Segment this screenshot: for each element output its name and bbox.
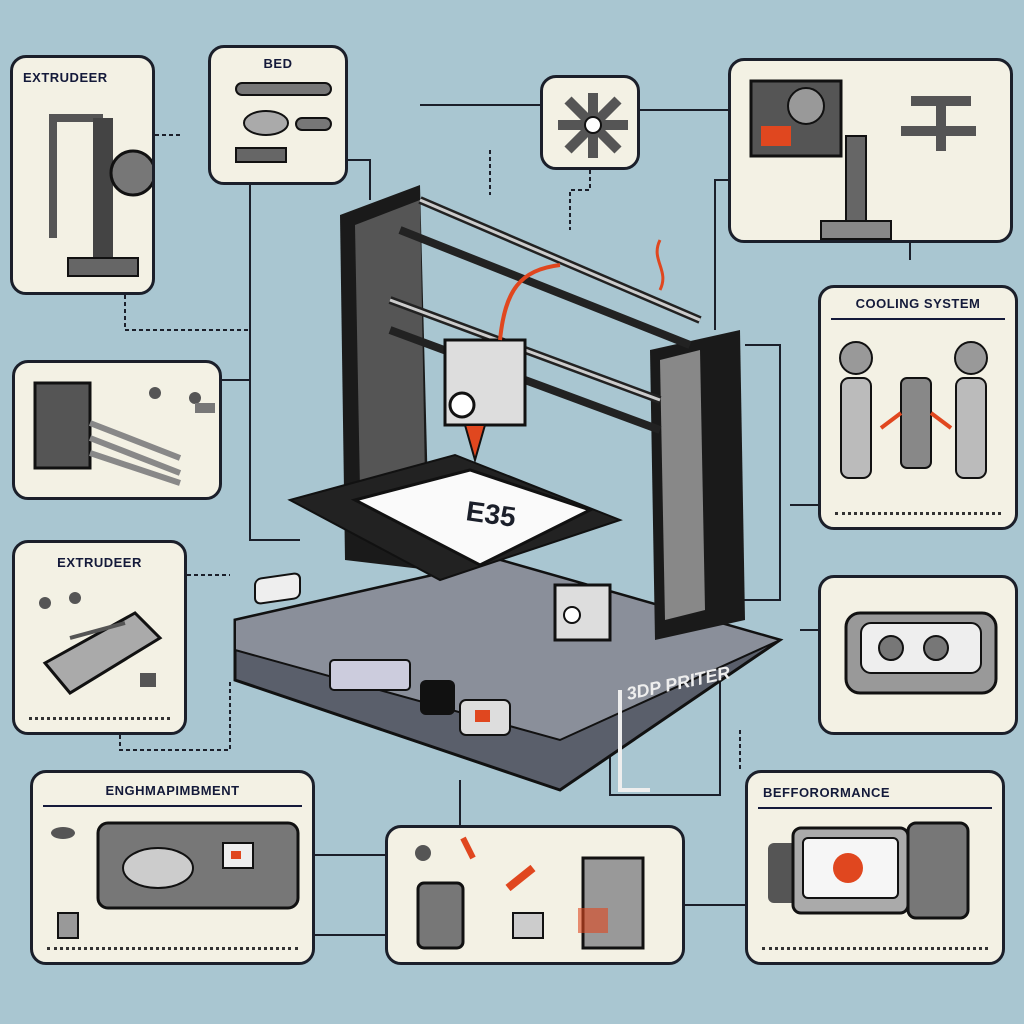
panel-housing [818, 575, 1018, 735]
panel-bracket [540, 75, 640, 170]
rails-icon [33, 381, 215, 486]
panel-title: BEFFORORMANCE [763, 785, 891, 800]
components-icon [415, 836, 645, 950]
panel-enghmapimbment: ENGHMAPIMBMENT [30, 770, 315, 965]
panel-bed: BED [208, 45, 348, 185]
housing-icon [844, 611, 998, 695]
panel-cooling-system: COOLING SYSTEM [818, 285, 1018, 530]
control-unit-icon [51, 821, 300, 939]
panel-title: COOLING SYSTEM [855, 296, 981, 311]
display-screen [329, 659, 411, 691]
panel-extruder-top: EXTRUDEER [10, 55, 155, 295]
performance-device-icon [768, 821, 970, 920]
nozzle [463, 424, 487, 464]
cooling-figures-icon [839, 341, 988, 479]
extruder-icon [49, 114, 152, 277]
panel-extruder-left: EXTRUDEER [12, 540, 187, 735]
print-bed [350, 468, 594, 567]
panel-title: ENGHMAPIMBMENT [105, 783, 240, 798]
bed-parts-icon [235, 82, 332, 163]
bed-label: E35 [464, 495, 518, 533]
panel-title: EXTRUDEER [57, 555, 142, 570]
panel-title: EXTRUDEER [23, 70, 108, 85]
panel-title: BED [263, 56, 293, 71]
bracket-icon [558, 93, 628, 158]
panel-hotend [728, 58, 1013, 243]
control-button[interactable] [420, 680, 455, 715]
panel-rails [12, 360, 222, 500]
extruder-parts-icon [39, 592, 163, 695]
panel-performance: BEFFORORMANCE [745, 770, 1005, 965]
panel-components [385, 825, 685, 965]
hotend-parts-icon [749, 79, 976, 240]
